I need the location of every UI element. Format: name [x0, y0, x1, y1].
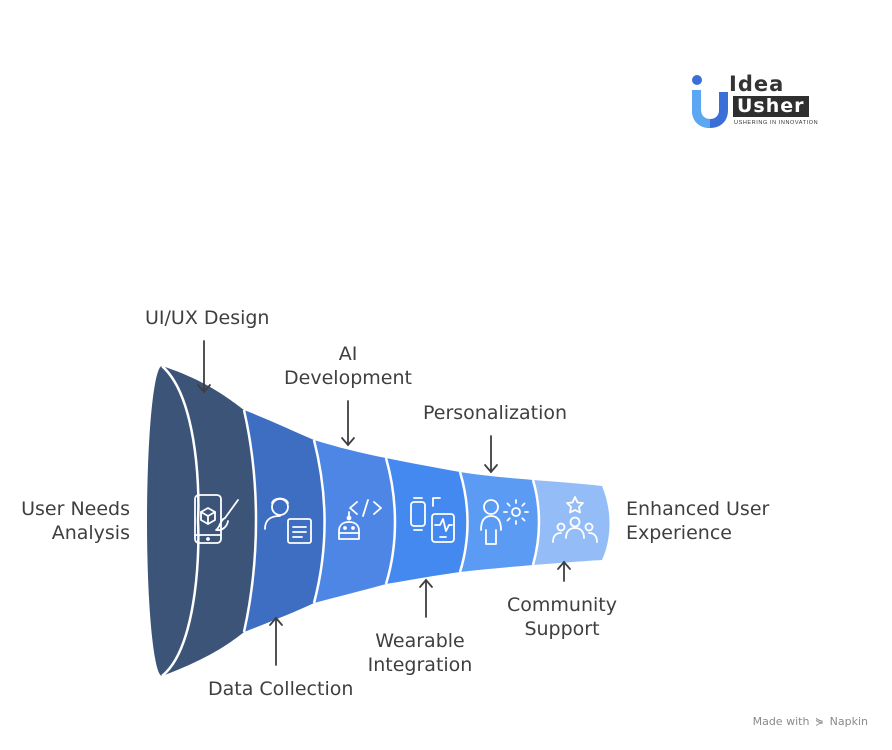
funnel-segment-user-needs	[162, 366, 256, 676]
label-line: Community	[507, 594, 617, 616]
label-ai-development: AI Development	[284, 342, 412, 390]
funnel-mouth	[147, 366, 177, 676]
logo-u-mark-icon	[692, 75, 728, 128]
label-line: Development	[284, 367, 412, 389]
logo-word-idea: Idea	[729, 72, 785, 96]
label-wearable-integration: Wearable Integration	[368, 629, 473, 677]
funnel-segment-ai-development	[314, 440, 395, 603]
funnel-segment-data-collection	[244, 410, 325, 632]
label-user-needs-analysis: User Needs Analysis	[21, 497, 130, 545]
label-line: Wearable	[375, 630, 465, 652]
code-robot-icon	[338, 499, 382, 540]
idea-usher-logo: Idea Usher USHERING IN INNOVATION	[688, 72, 828, 132]
label-community-support: Community Support	[507, 593, 617, 641]
user-data-icon	[264, 497, 312, 544]
arrow-personalization	[484, 435, 498, 474]
napkin-icon: ⋟	[814, 715, 825, 728]
funnel-separators	[161, 365, 541, 677]
arrow-community	[557, 560, 571, 582]
credit-prefix: Made with	[752, 715, 810, 728]
logo-tagline: USHERING IN INNOVATION	[734, 120, 819, 126]
arrow-data-collection	[269, 616, 283, 666]
mobile-design-icon	[194, 494, 239, 544]
label-data-collection: Data Collection	[208, 677, 353, 701]
community-icon	[552, 496, 598, 543]
label-line: User Needs	[21, 498, 130, 520]
label-line: Support	[524, 618, 600, 640]
label-line: Enhanced User	[626, 498, 770, 520]
made-with-credit[interactable]: Made with ⋟ Napkin	[753, 715, 868, 728]
user-gear-icon	[480, 499, 529, 545]
wearable-icon	[410, 497, 455, 543]
arrow-uiux	[197, 340, 211, 394]
arrow-wearable	[419, 578, 433, 618]
label-enhanced-user-experience: Enhanced User Experience	[626, 497, 769, 545]
label-line: AI	[338, 343, 358, 365]
label-line: Integration	[367, 654, 473, 676]
label-line: Personalization	[423, 402, 568, 424]
label-line: UI/UX Design	[145, 307, 270, 329]
logo-word-usher: Usher	[733, 96, 809, 117]
credit-brand: Napkin	[829, 715, 868, 728]
label-uiux-design: UI/UX Design	[145, 306, 269, 330]
label-line: Data Collection	[208, 678, 354, 700]
label-line: Analysis	[51, 522, 130, 544]
label-personalization: Personalization	[423, 401, 567, 425]
arrow-ai-development	[341, 400, 355, 447]
funnel-segment-wearable	[386, 458, 468, 584]
label-line: Experience	[626, 522, 732, 544]
